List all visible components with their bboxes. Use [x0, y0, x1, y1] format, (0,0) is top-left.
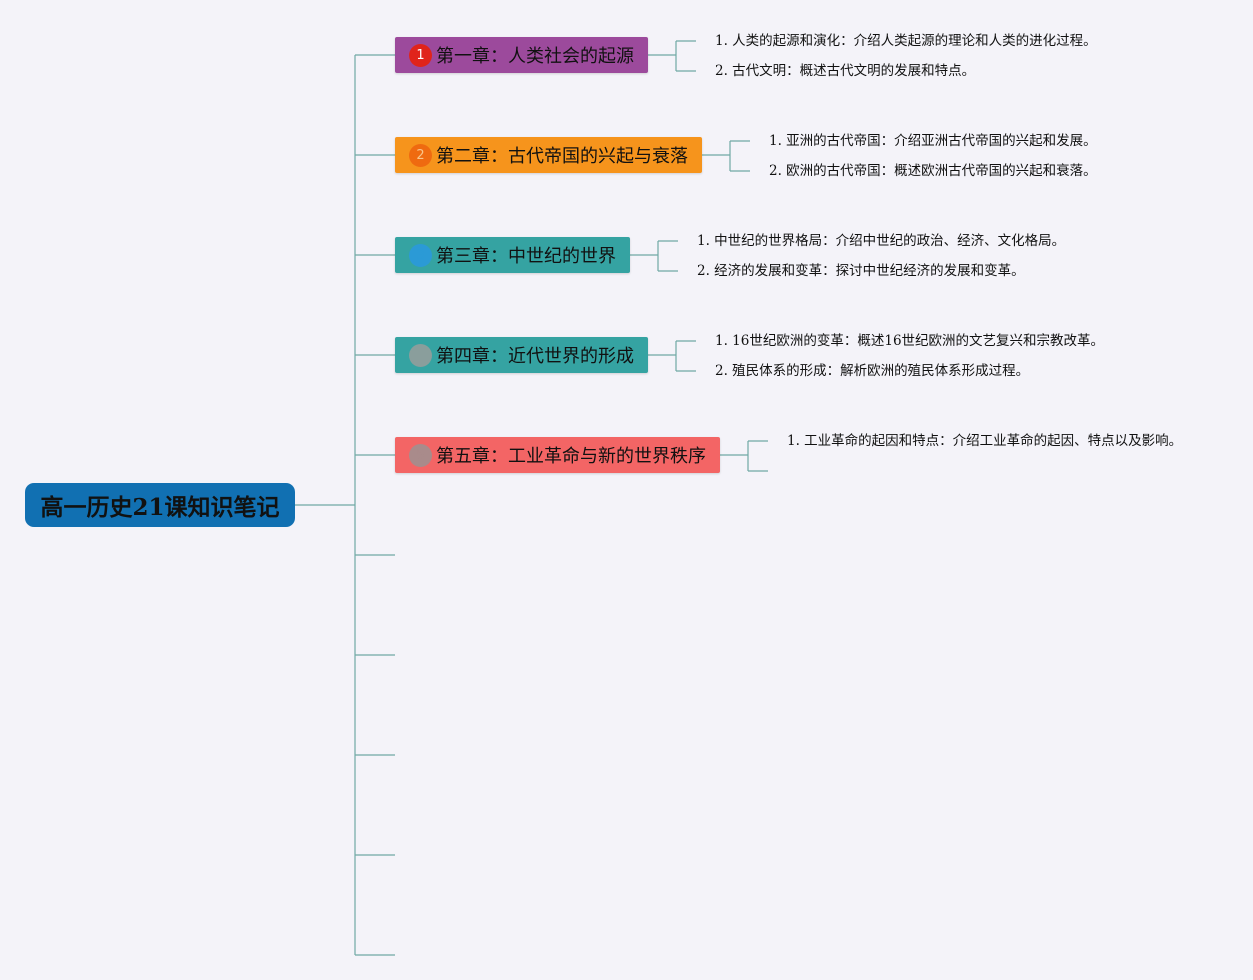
chapter-4-number-badge: 4 [409, 343, 432, 367]
chapter-5-number-badge: 5 [409, 443, 432, 467]
chapter-5-note-1[interactable]: 1. 工业革命的起因和特点：介绍工业革命的起因、特点以及影响。 [787, 433, 1183, 449]
chapter-4-topic[interactable]: 4 第四章：近代世界的形成 [395, 337, 648, 373]
chapter-1-number-badge: 1 [409, 43, 432, 67]
chapter-4-note-2[interactable]: 2. 殖民体系的形成：解析欧洲的殖民体系形成过程。 [715, 363, 1030, 379]
chapter-2-number-badge: 2 [409, 143, 432, 167]
root-topic[interactable]: 高一历史21课知识笔记 [25, 483, 295, 527]
chapter-1-title: 第一章：人类社会的起源 [436, 46, 634, 67]
chapter-2-topic[interactable]: 2 第二章：古代帝国的兴起与衰落 [395, 137, 702, 173]
chapter-5-topic[interactable]: 5 第五章：工业革命与新的世界秩序 [395, 437, 720, 473]
chapter-1-note-2[interactable]: 2. 古代文明：概述古代文明的发展和特点。 [715, 63, 976, 79]
root-topic-label: 高一历史21课知识笔记 [40, 494, 280, 521]
chapter-4-title: 第四章：近代世界的形成 [436, 346, 634, 367]
chapter-3-topic[interactable]: 3 第三章：中世纪的世界 [395, 237, 630, 273]
chapter-3-number-badge: 3 [409, 243, 432, 267]
chapter-3-note-1[interactable]: 1. 中世纪的世界格局：介绍中世纪的政治、经济、文化格局。 [697, 233, 1066, 249]
chapter-1-note-1[interactable]: 1. 人类的起源和演化：介绍人类起源的理论和人类的进化过程。 [715, 33, 1097, 49]
chapter-3-title: 第三章：中世纪的世界 [436, 246, 616, 267]
chapter-2-title: 第二章：古代帝国的兴起与衰落 [436, 146, 688, 167]
chapter-4-note-1[interactable]: 1. 16世纪欧洲的变革：概述16世纪欧洲的文艺复兴和宗教改革。 [715, 333, 1105, 349]
chapter-1-topic[interactable]: 1 第一章：人类社会的起源 [395, 37, 648, 73]
chapter-5-title: 第五章：工业革命与新的世界秩序 [436, 446, 706, 467]
chapter-2-note-2[interactable]: 2. 欧洲的古代帝国：概述欧洲古代帝国的兴起和衰落。 [769, 163, 1097, 179]
chapter-2-note-1[interactable]: 1. 亚洲的古代帝国：介绍亚洲古代帝国的兴起和发展。 [769, 133, 1097, 149]
chapter-3-note-2[interactable]: 2. 经济的发展和变革：探讨中世纪经济的发展和变革。 [697, 263, 1025, 279]
